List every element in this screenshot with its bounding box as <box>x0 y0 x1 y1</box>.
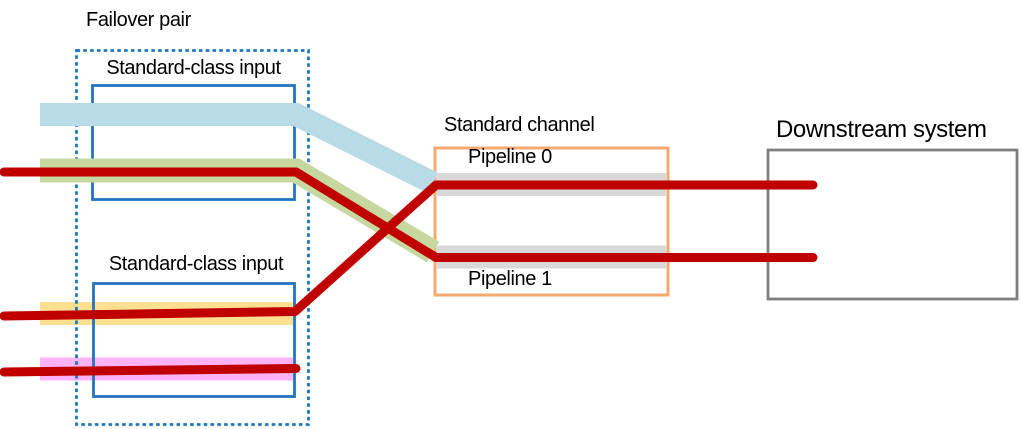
standard-class-input-top-box <box>91 84 296 201</box>
standard-class-input-bottom-box <box>92 282 296 398</box>
pipeline-0-label: Pipeline 0 <box>468 146 552 168</box>
red-line-input-top-to-pipeline-1 <box>0 167 818 262</box>
red-line-input-bottom-to-pipeline-0 <box>0 180 818 321</box>
standard-class-input-bottom-label: Standard-class input <box>108 253 284 275</box>
failover-pair-box <box>75 49 310 426</box>
red-line-standby-source <box>0 364 301 377</box>
standard-channel-box <box>433 146 670 297</box>
downstream-system-box <box>766 148 1019 301</box>
pipeline-1-label: Pipeline 1 <box>468 268 552 290</box>
standard-channel-label: Standard channel <box>444 114 595 136</box>
failover-pair-label: Failover pair <box>86 9 191 31</box>
standard-class-input-top-label: Standard-class input <box>106 57 281 79</box>
downstream-system-label: Downstream system <box>776 116 987 143</box>
stream-band-blue <box>40 103 439 194</box>
